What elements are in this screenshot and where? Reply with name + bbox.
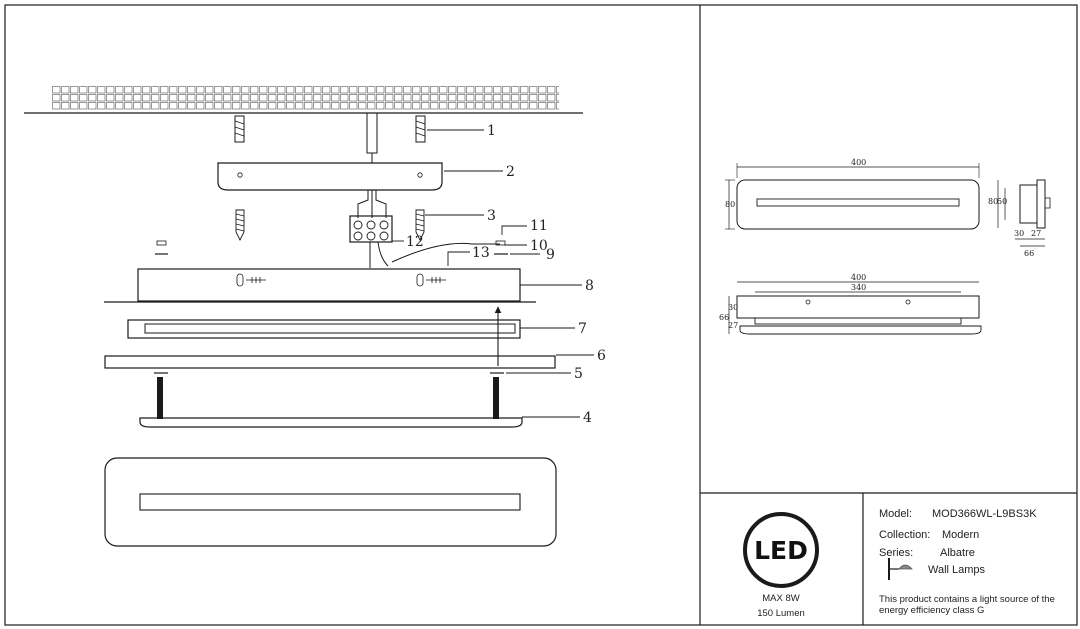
wall-plug-left [234, 115, 245, 143]
max-power-label: MAX 8W [762, 593, 800, 604]
lumen-label: 150 Lumen [757, 608, 805, 619]
callout-1: 1 [487, 123, 496, 139]
lamp-body [104, 268, 536, 303]
screw-left [235, 209, 245, 242]
dim-top-b: 27 [728, 321, 738, 330]
small-nut-right [494, 240, 508, 255]
front-dimension-view [725, 163, 980, 230]
energy-note-line1: This product contains a light source of … [879, 594, 1055, 605]
dim-top-inner: 340 [851, 283, 866, 292]
exploded-assembly-view: 1 2 3 4 5 6 7 8 9 10 11 12 13 [24, 86, 606, 547]
front-cover [139, 417, 523, 428]
diffuser-plate [104, 355, 556, 369]
dim-front-width: 400 [851, 158, 866, 167]
collection-label: Collection: [879, 529, 930, 541]
callout-3: 3 [487, 208, 496, 224]
dim-top-a: 30 [728, 303, 738, 312]
wall-plug-right [415, 115, 426, 143]
dim-side-height: 80 [988, 197, 998, 206]
callout-9: 9 [546, 247, 555, 263]
led-module [127, 319, 521, 339]
screw-right [415, 209, 425, 242]
terminal-block [349, 215, 393, 243]
callout-10: 10 [530, 238, 548, 254]
callout-11: 11 [530, 218, 548, 234]
series-label: Series: [879, 547, 913, 559]
series-value: Albatre [940, 547, 975, 559]
energy-note-line2: energy efficiency class G [879, 605, 984, 616]
type-value: Wall Lamps [928, 564, 986, 576]
model-label: Model: [879, 508, 912, 520]
led-badge: LED [743, 512, 819, 588]
led-logo-text: LED [754, 536, 808, 565]
callout-8: 8 [585, 278, 594, 294]
mounting-rods [154, 372, 504, 419]
callout-7: 7 [578, 321, 587, 337]
callout-2: 2 [506, 164, 515, 180]
dim-top-width: 400 [851, 273, 866, 282]
power-cable-conduit [366, 112, 378, 154]
dim-top-total: 66 [719, 313, 729, 322]
mounting-bracket [217, 162, 443, 191]
callout-4: 4 [583, 410, 592, 426]
dim-front-height: 80 [725, 200, 735, 209]
callout-6: 6 [597, 348, 606, 364]
wall-surface-texture [52, 86, 559, 110]
model-value: MOD366WL-L9BS3K [932, 508, 1037, 520]
dim-side-b: 27 [1031, 229, 1041, 238]
collection-value: Modern [942, 529, 979, 541]
dim-side-a: 30 [1014, 229, 1024, 238]
callout-12: 12 [406, 234, 424, 250]
dim-side-inner: 50 [997, 197, 1007, 206]
side-dimension-view [997, 179, 1051, 247]
wall-lamp-icon [888, 558, 913, 580]
assembled-front-view [104, 457, 557, 547]
callout-13: 13 [472, 245, 490, 261]
small-nut-left [155, 240, 168, 255]
top-dimension-view [728, 281, 982, 335]
callout-5: 5 [574, 366, 583, 382]
callout-leaders [392, 129, 594, 418]
dim-side-total: 66 [1024, 249, 1034, 258]
sheet-frame [4, 4, 1078, 626]
spec-panel: Model: MOD366WL-L9BS3K Collection: Moder… [879, 508, 1055, 616]
